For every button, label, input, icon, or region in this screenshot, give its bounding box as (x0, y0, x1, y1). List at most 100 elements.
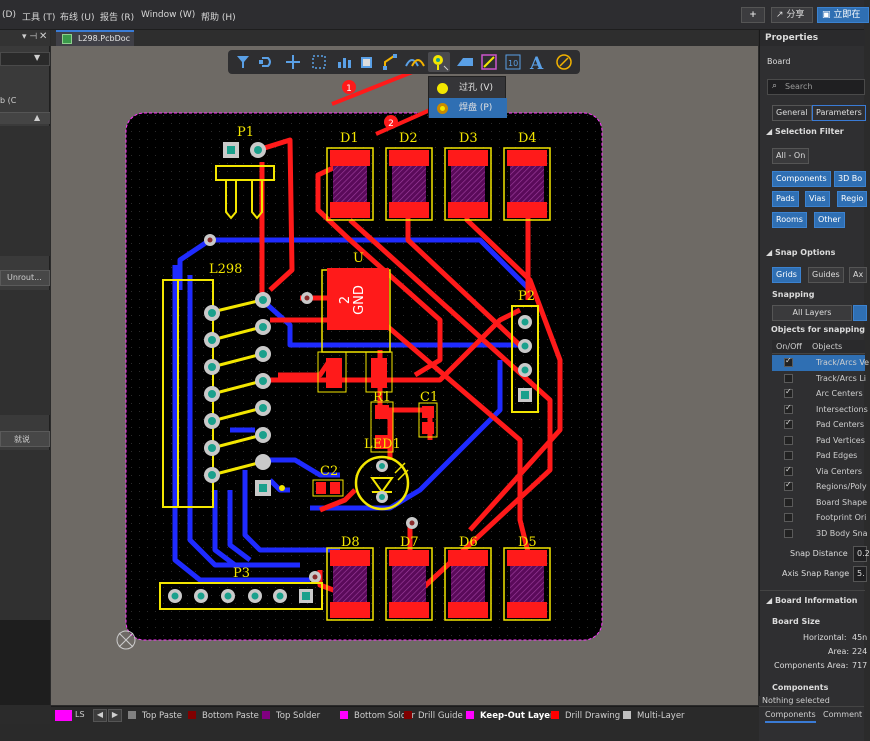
tab-general[interactable]: General (772, 105, 812, 121)
snap-current-layer[interactable] (853, 305, 867, 321)
snap-checkbox[interactable] (784, 528, 793, 538)
layer-tab[interactable]: Top Paste (128, 710, 182, 722)
snap-checkbox[interactable] (784, 356, 793, 367)
filter-icon[interactable] (237, 56, 249, 68)
layer-tab[interactable]: Drill Guide (404, 710, 463, 722)
snap-checkbox[interactable] (784, 373, 793, 383)
layer-set-label[interactable]: LS (75, 710, 85, 719)
pcb-canvas[interactable]: P1 L298 U D1 D2 D3 D4 P2 R1 C1 LED1 C2 D… (51, 46, 758, 705)
crosshair-icon[interactable] (286, 55, 300, 69)
all-on-button[interactable]: All - On (772, 148, 810, 164)
layer-tab[interactable]: Drill Drawing (551, 710, 620, 722)
menu-window[interactable]: Window (W) (141, 10, 196, 20)
snap-checkbox[interactable] (784, 387, 793, 398)
line-tool-icon[interactable] (481, 54, 497, 70)
snap-object-row[interactable]: Pad Edges (772, 448, 865, 464)
current-layer-swatch[interactable] (55, 710, 72, 721)
chart-icon[interactable] (338, 58, 351, 68)
tab-l298-pcbdoc[interactable]: L298.PcbDoc * (56, 30, 134, 56)
layer-tab[interactable]: Bottom Paste (188, 710, 259, 722)
filter-regions[interactable]: Regio (837, 191, 868, 207)
string-number-icon[interactable]: 10 (505, 54, 521, 70)
route-icon[interactable] (259, 57, 271, 67)
select-rect-icon[interactable] (312, 55, 326, 69)
snap-object-row[interactable]: Regions/Poly (772, 479, 867, 495)
close-icon[interactable]: ✕ (39, 31, 48, 42)
left-action-button[interactable]: 就说 (0, 431, 50, 447)
tab-components[interactable]: Components (765, 710, 816, 723)
snap-all-layers[interactable]: All Layers (772, 305, 852, 321)
snap-object-row[interactable]: Via Centers (772, 464, 865, 480)
menu-route[interactable]: 布线 (U) (60, 13, 95, 23)
snap-checkbox[interactable] (784, 418, 793, 429)
designator-d1: D1 (340, 131, 359, 146)
menu-design[interactable]: (D) (2, 10, 16, 20)
snap-checkbox[interactable] (784, 435, 793, 445)
layer-tab[interactable]: Top Solder (262, 710, 320, 722)
snap-guides[interactable]: Guides (808, 267, 844, 283)
menu-item-pad[interactable]: 焊盘 (P) (429, 98, 507, 118)
layer-tab[interactable]: Keep-Out Layer (466, 710, 554, 722)
measure-icon[interactable] (556, 54, 572, 70)
pin-icon[interactable]: ▾ ⊣ (22, 32, 38, 42)
snap-distance-input[interactable]: 0.2 (853, 546, 870, 562)
chevron-right-icon[interactable]: ▶ (108, 709, 122, 722)
tab-parameters[interactable]: Parameters (812, 105, 866, 121)
filter-pads[interactable]: Pads (772, 191, 799, 207)
snap-object-row[interactable]: Footprint Ori (772, 510, 866, 526)
add-icon[interactable]: + (741, 7, 765, 23)
layer-color-swatch (188, 711, 196, 719)
chevron-up-icon[interactable]: ▲ (34, 113, 41, 122)
share-button[interactable]: ↗ 分享 (771, 7, 813, 23)
filter-3d-bodies[interactable]: 3D Bo (834, 171, 867, 187)
via-tool-icon[interactable] (428, 52, 450, 72)
snap-checkbox[interactable] (784, 497, 793, 507)
filter-rooms[interactable]: Rooms (772, 212, 807, 228)
menu-reports[interactable]: 报告 (R) (100, 13, 135, 23)
snap-checkbox[interactable] (784, 480, 793, 491)
snap-object-row[interactable]: Track/Arcs Li (772, 371, 866, 387)
snap-checkbox[interactable] (784, 403, 793, 414)
tab-comments[interactable]: Comment (823, 710, 863, 719)
interactive-route-icon[interactable] (383, 54, 397, 70)
snap-checkbox[interactable] (784, 513, 793, 522)
diodes-bottom (326, 547, 551, 621)
snap-object-row[interactable]: Intersections (772, 402, 868, 418)
snap-grids[interactable]: Grids (772, 267, 801, 283)
search-input[interactable]: ⌕ Search (767, 79, 865, 95)
snap-axes[interactable]: Ax (849, 267, 868, 283)
menu-item-via[interactable]: 过孔 (V) (429, 78, 507, 98)
snap-object-row[interactable]: Board Shape (772, 495, 867, 511)
chevron-left-icon[interactable]: ◀ (93, 709, 107, 722)
snap-object-row[interactable]: 3D Body Sna (772, 526, 868, 542)
bottom-layer-traces (172, 237, 532, 583)
snap-object-row[interactable]: Track/Arcs Ve (772, 355, 869, 371)
p3-footprint (159, 582, 323, 610)
layer-tab[interactable]: Bottom Solder (340, 710, 415, 722)
left-dropdown[interactable]: ▼ (0, 52, 50, 66)
snap-checkbox[interactable] (784, 451, 793, 460)
unrouted-button[interactable]: Unrout... (0, 270, 50, 286)
filter-other[interactable]: Other (814, 212, 845, 228)
component-icon[interactable] (361, 57, 372, 68)
layer-tab[interactable]: Multi-Layer (623, 710, 685, 722)
collapse-icon[interactable]: ◢ (766, 248, 775, 257)
menu-tools[interactable]: 工具 (T) (22, 13, 56, 23)
open-in-button[interactable]: ▣ 立即在 (817, 7, 869, 23)
filter-vias[interactable]: Vias (805, 191, 830, 207)
area-value: 224 (852, 647, 868, 656)
snap-object-row[interactable]: Pad Vertices (772, 433, 865, 449)
snap-checkbox[interactable] (784, 465, 793, 476)
collapse-icon[interactable]: ◢ (766, 596, 775, 605)
snap-object-row[interactable]: Pad Centers (772, 417, 865, 433)
polygon-icon[interactable] (457, 58, 473, 66)
text-tool-icon[interactable]: A (529, 54, 544, 74)
filter-components[interactable]: Components (772, 171, 831, 187)
snap-object-row[interactable]: Arc Centers (772, 386, 865, 402)
menu-help[interactable]: 帮助 (H) (201, 13, 236, 23)
axis-snap-input[interactable]: 5. (853, 566, 867, 582)
board-size-label: Board Size (772, 617, 821, 626)
diff-pair-icon[interactable] (405, 59, 425, 67)
board-label: Board (767, 57, 791, 66)
collapse-icon[interactable]: ◢ (766, 127, 775, 136)
